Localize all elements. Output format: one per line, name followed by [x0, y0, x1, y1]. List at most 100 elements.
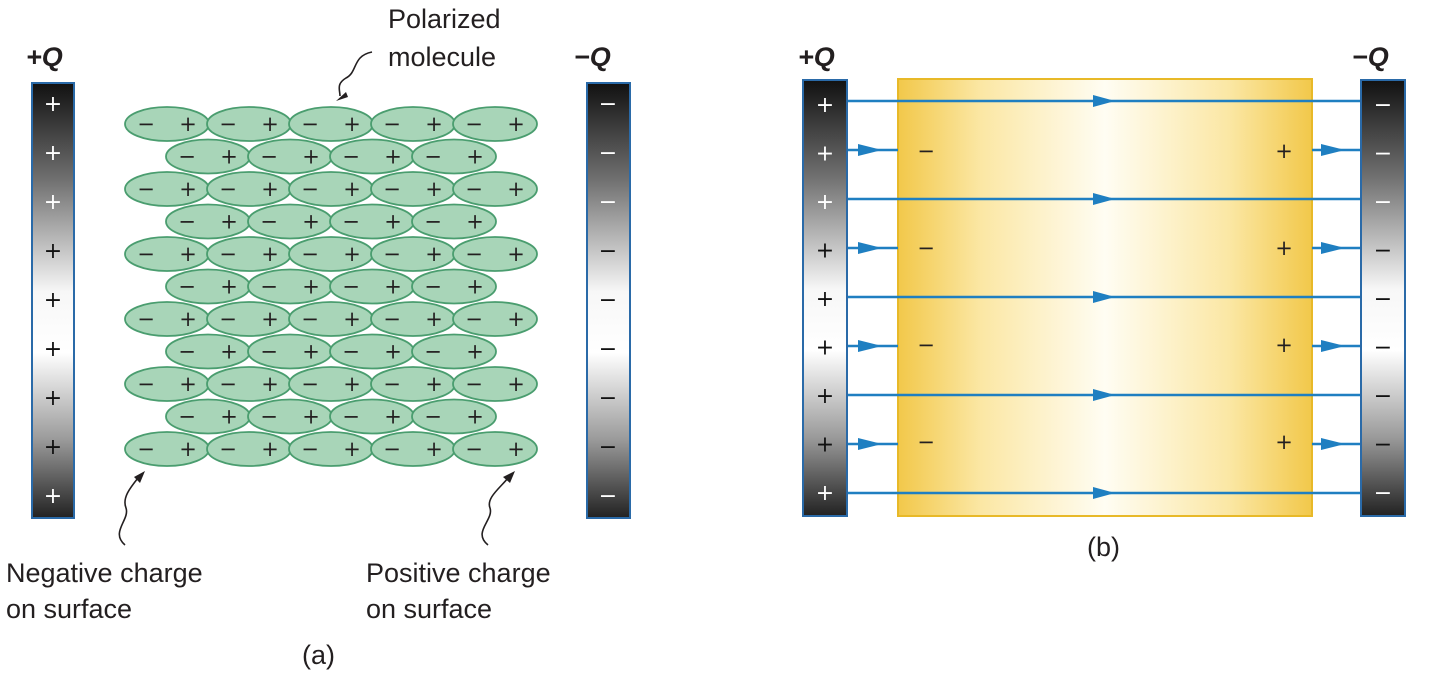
molecule-positive-sign: + — [302, 145, 320, 169]
plate-plus-sign: + — [816, 93, 834, 118]
polarized-molecule: −+ — [288, 236, 374, 272]
molecule-negative-sign: − — [342, 210, 360, 234]
polarized-molecule: −+ — [124, 171, 210, 207]
molecule-positive-sign: + — [220, 405, 238, 429]
plate-minus-sign: − — [599, 190, 617, 215]
plate-minus-sign: − — [599, 141, 617, 166]
plate-minus-sign: − — [1374, 336, 1392, 361]
panel-a: +Q +++++++++ −Q −−−−−−−−− −+−+−+−+−+−+−+… — [6, 4, 631, 670]
molecule-positive-sign: + — [343, 177, 361, 201]
polarized-molecule: −+ — [288, 301, 374, 337]
molecule-positive-sign: + — [425, 307, 443, 331]
positive-pointer-line — [481, 477, 509, 546]
plate-plus-sign: + — [816, 190, 834, 215]
molecule-positive-sign: + — [507, 437, 525, 461]
negative-label-line1: Negative charge — [6, 558, 203, 588]
polarized-molecule: −+ — [411, 138, 497, 175]
field-arrow-icon — [858, 242, 882, 254]
molecule-negative-sign: − — [342, 145, 360, 169]
molecule-negative-sign: − — [465, 307, 483, 331]
polarized-molecule: −+ — [206, 236, 292, 272]
polarized-pointer-arrow-icon — [336, 92, 348, 101]
field-arrow-icon — [1093, 389, 1115, 401]
left-plate-charge-label: +Q — [26, 42, 63, 72]
negative-pointer-line — [118, 477, 139, 546]
molecule-negative-sign: − — [178, 340, 196, 364]
polarized-molecule: −+ — [411, 203, 497, 240]
molecule-positive-sign: + — [179, 177, 197, 201]
polarized-molecule: −+ — [452, 236, 538, 272]
b-left-positive-plate — [802, 79, 848, 517]
polarized-molecule: −+ — [124, 106, 210, 142]
polarized-molecule: −+ — [124, 366, 210, 402]
plate-minus-sign: − — [599, 288, 617, 313]
plate-plus-sign: + — [44, 484, 62, 509]
molecule-negative-sign: − — [383, 177, 401, 201]
polarized-molecule: −+ — [411, 333, 497, 370]
polarized-molecule: −+ — [452, 171, 538, 207]
molecule-negative-sign: − — [424, 405, 442, 429]
molecule-positive-sign: + — [425, 242, 443, 266]
polarized-molecule: −+ — [206, 301, 292, 337]
molecule-negative-sign: − — [260, 210, 278, 234]
molecule-negative-sign: − — [219, 307, 237, 331]
field-arrow-icon — [858, 438, 882, 450]
panel-a-caption: (a) — [302, 640, 335, 670]
molecule-positive-sign: + — [261, 112, 279, 136]
plate-plus-sign: + — [44, 190, 62, 215]
molecule-positive-sign: + — [261, 437, 279, 461]
polarized-molecule: −+ — [247, 268, 333, 305]
positive-label-line2: on surface — [366, 594, 492, 624]
molecule-negative-sign: − — [260, 340, 278, 364]
molecule-positive-sign: + — [425, 177, 443, 201]
molecule-positive-sign: + — [302, 340, 320, 364]
molecule-positive-sign: + — [220, 340, 238, 364]
molecule-negative-sign: − — [178, 275, 196, 299]
plate-minus-sign: − — [1374, 142, 1392, 167]
polarized-molecule: −+ — [165, 138, 251, 175]
plate-plus-sign: + — [816, 287, 834, 312]
molecule-negative-sign: − — [260, 405, 278, 429]
molecule-positive-sign: + — [343, 112, 361, 136]
plate-plus-sign: + — [44, 435, 62, 460]
molecule-negative-sign: − — [219, 372, 237, 396]
plate-minus-sign: − — [599, 386, 617, 411]
molecule-positive-sign: + — [179, 437, 197, 461]
polarized-molecule: −+ — [247, 398, 333, 435]
polarized-molecule: −+ — [329, 203, 415, 240]
molecule-ellipse — [411, 268, 497, 305]
polarized-molecule: −+ — [165, 398, 251, 435]
dielectric-negative-sign: − — [917, 333, 935, 357]
molecule-positive-sign: + — [220, 275, 238, 299]
molecule-negative-sign: − — [465, 437, 483, 461]
polarized-molecule: −+ — [329, 333, 415, 370]
molecule-ellipse — [452, 236, 538, 272]
molecule-positive-sign: + — [507, 112, 525, 136]
plate-minus-sign: − — [1374, 384, 1392, 409]
polarized-molecule: −+ — [370, 431, 456, 467]
molecule-ellipse — [452, 301, 538, 337]
dielectric-surface-charges: −+−+−+−+ — [917, 139, 1293, 454]
polarized-molecule: −+ — [452, 106, 538, 142]
b-right-plate-signs: −−−−−−−−− — [1374, 93, 1392, 506]
molecule-positive-sign: + — [261, 177, 279, 201]
molecule-negative-sign: − — [260, 275, 278, 299]
molecule-negative-sign: − — [342, 340, 360, 364]
plate-plus-sign: + — [816, 481, 834, 506]
polarized-label-line2: molecule — [388, 42, 496, 72]
molecule-negative-sign: − — [301, 112, 319, 136]
polarized-molecule: −+ — [329, 398, 415, 435]
molecule-positive-sign: + — [261, 307, 279, 331]
molecule-positive-sign: + — [466, 275, 484, 299]
plate-plus-sign: + — [816, 239, 834, 264]
molecule-negative-sign: − — [342, 405, 360, 429]
molecule-positive-sign: + — [384, 405, 402, 429]
molecule-negative-sign: − — [178, 210, 196, 234]
molecule-negative-sign: − — [260, 145, 278, 169]
molecule-negative-sign: − — [301, 307, 319, 331]
negative-pointer-arrow-icon — [134, 471, 145, 483]
field-arrow-icon — [1093, 95, 1115, 107]
polarized-molecule: −+ — [288, 366, 374, 402]
plate-minus-sign: − — [599, 92, 617, 117]
molecule-ellipse — [411, 333, 497, 370]
